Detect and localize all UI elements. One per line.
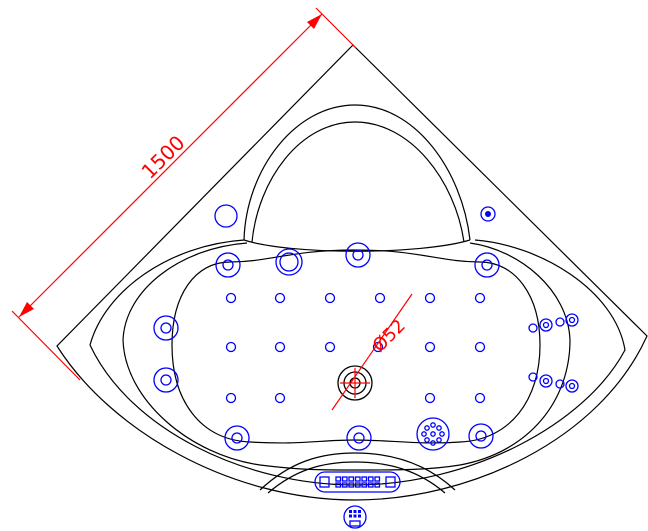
whirlpool-jet [153, 315, 179, 341]
bubble-jet [225, 292, 237, 304]
body-jet-core [542, 321, 550, 329]
pump-grid-cell [358, 510, 361, 513]
filter-hole [424, 425, 430, 431]
bubble-jet [474, 341, 486, 353]
bubble-jet [424, 292, 436, 304]
panel-key [341, 476, 348, 482]
tub-basin-floor [171, 249, 541, 444]
pump-grid-cell [349, 514, 352, 518]
whirlpool-jet [346, 425, 372, 451]
panel-key [367, 482, 374, 488]
panel-key [367, 476, 374, 482]
side-body-jets [528, 313, 579, 393]
panel-key [374, 482, 381, 488]
tub-outline [56, 44, 648, 501]
panel-key [361, 482, 368, 488]
filter-hole [436, 437, 442, 443]
whirlpool-jet [474, 252, 500, 278]
bubble-jet [474, 392, 486, 404]
whirlpool-jet [468, 423, 494, 449]
bubble-jet [424, 392, 436, 404]
body-jet [528, 372, 538, 382]
panel-key [374, 476, 381, 482]
body-jet [539, 374, 553, 388]
panel-key [361, 476, 368, 482]
body-jet [565, 313, 579, 327]
panel-key [335, 476, 342, 482]
bubble-jet [225, 392, 237, 404]
air-bubble-jets [225, 292, 486, 404]
body-jet-core [542, 377, 550, 385]
dimension-annotations: 1500 Ø52 [11, 7, 413, 411]
bubble-jet [274, 392, 286, 404]
tub-outer-rim [56, 44, 648, 501]
filter-hole [430, 440, 436, 446]
body-jet-core [568, 382, 576, 390]
panel-key [348, 476, 355, 482]
body-jet [565, 379, 579, 393]
panel-key [354, 476, 361, 482]
whirlpool-jet [224, 425, 250, 451]
dimension-arrow [307, 14, 322, 29]
body-jet [555, 317, 565, 327]
side-length-label: 1500 [137, 131, 190, 184]
whirlpool-jet [345, 242, 371, 268]
backrest-outer-arch [243, 104, 471, 241]
fixtures [153, 204, 579, 529]
water-filter [416, 417, 450, 451]
filter-hole [424, 437, 430, 443]
bubble-jet [324, 341, 336, 353]
filter-hole [430, 431, 436, 437]
tub-deck-line [89, 239, 626, 486]
control-panel [314, 471, 401, 493]
body-jet [539, 318, 553, 332]
bubble-jet [225, 341, 237, 353]
whirlpool-jet [215, 252, 241, 278]
filter-hole [430, 422, 436, 428]
panel-key [348, 482, 355, 488]
panel-key [341, 482, 348, 488]
drain-leader-line [331, 293, 413, 411]
whirlpool-jet [153, 367, 179, 393]
backrest-inner-arch [251, 121, 465, 243]
dimension-arrow [19, 302, 34, 317]
pump-grid-cell [349, 510, 352, 513]
panel-key [354, 482, 361, 488]
panel-key [335, 482, 342, 488]
filter-hole [436, 425, 442, 431]
pump-grid-cell [353, 514, 357, 518]
side-dimension-line [18, 13, 323, 318]
pump-grid-cell [358, 514, 361, 518]
bubble-jet [274, 341, 286, 353]
filter-hole [439, 431, 445, 437]
bubble-jet [324, 292, 336, 304]
bubble-jet [474, 292, 486, 304]
whirlpool-jet [275, 248, 303, 276]
tub-basin-wall [122, 242, 571, 471]
body-jet-core [568, 316, 576, 324]
overflow-jet [214, 204, 238, 228]
body-jet [555, 379, 565, 389]
dimension-extension-line [315, 7, 357, 49]
air-valve [480, 206, 496, 222]
pump-grid-cell [353, 510, 357, 513]
bubble-jet [424, 341, 436, 353]
bubble-jet [374, 292, 386, 304]
pump-symbol [343, 505, 367, 529]
front-step-inner [267, 461, 446, 494]
bubble-jet [274, 292, 286, 304]
front-step-outer [259, 452, 456, 491]
filter-hole [421, 431, 427, 437]
dimension-extension-line [11, 310, 81, 381]
body-jet [528, 323, 538, 333]
